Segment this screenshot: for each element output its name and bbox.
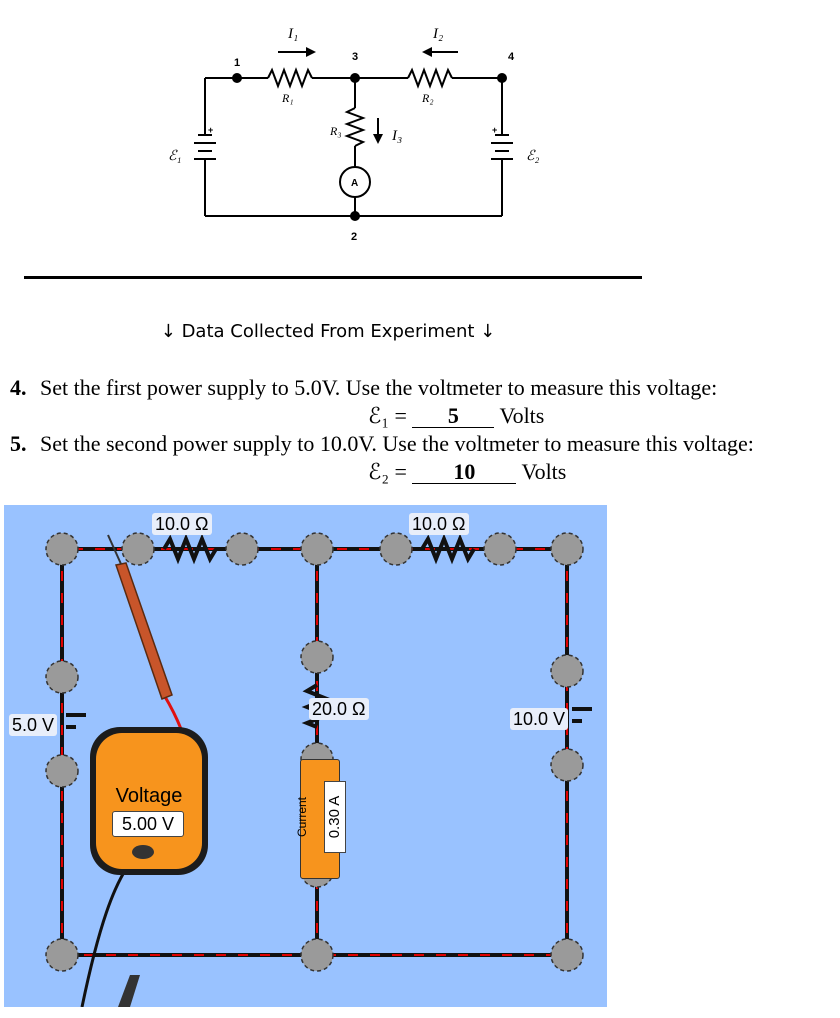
voltmeter-title: Voltage [115,785,183,807]
svg-text:I₁: I₁ [287,26,298,42]
data-caption: ↓ Data Collected From Experiment ↓ [160,321,496,342]
circuit-schematic: I₁ I₂ I₃ R₁ R₂ R₃ ℰ₁ ℰ₂ 1 3 4 2 A + + [168,26,539,243]
emf-symbol: ℰ₁ = [368,403,407,428]
battery-right-label[interactable]: 10.0 V [510,708,569,730]
battery-left-label[interactable]: 5.0 V [9,714,58,736]
ammeter-readout: 0.30 A [324,781,346,853]
circuit-simulation: 10.0 Ω 10.0 Ω 20.0 Ω 5.0 V 10.0 V Voltag… [4,505,607,1007]
answer-line-5: ℰ₂ = 10 Volts [368,459,566,485]
svg-text:2: 2 [351,231,357,243]
question-4: 4. Set the first power supply to 5.0V. Us… [10,375,717,401]
resistor-left-label[interactable]: 10.0 Ω [152,513,212,535]
svg-text:3: 3 [352,51,358,63]
question-text: Set the second power supply to 10.0V. Us… [40,431,754,456]
svg-text:A: A [351,178,358,189]
svg-text:R₂: R₂ [421,91,434,105]
question-5: 5. Set the second power supply to 10.0V. … [10,431,754,457]
voltmeter-readout: 5.00 V [112,811,184,837]
voltmeter-jack [132,845,154,859]
svg-text:+: + [492,125,497,135]
emf-symbol: ℰ₂ = [368,459,407,484]
question-number: 4. [10,375,27,400]
svg-text:ℰ₁: ℰ₁ [168,149,181,164]
answer-line-4: ℰ₁ = 5 Volts [368,403,544,429]
answer-value: 10 [412,461,517,484]
svg-text:I₂: I₂ [432,26,443,42]
answer-value: 5 [412,405,495,428]
answer-unit: Volts [521,459,567,484]
svg-text:4: 4 [508,51,515,63]
simulation-wires [45,532,592,1007]
question-text: Set the first power supply to 5.0V. Use … [40,375,718,400]
ammeter-title: Current [295,797,309,838]
ammeter[interactable]: Current 0.30 A [295,759,346,879]
horizontal-rule [24,276,642,279]
svg-text:R₃: R₃ [329,124,342,138]
question-number: 5. [10,431,27,456]
answer-unit: Volts [499,403,545,428]
resistor-middle-label[interactable]: 20.0 Ω [309,698,369,720]
voltmeter-face: Voltage 5.00 V [96,733,202,869]
svg-text:I₃: I₃ [391,128,402,144]
svg-text:ℰ₂: ℰ₂ [526,149,539,164]
svg-text:1: 1 [234,57,240,69]
svg-text:R₁: R₁ [281,91,294,105]
svg-text:+: + [208,125,213,135]
resistor-right-label[interactable]: 10.0 Ω [409,513,469,535]
voltmeter[interactable]: Voltage 5.00 V [90,727,208,875]
